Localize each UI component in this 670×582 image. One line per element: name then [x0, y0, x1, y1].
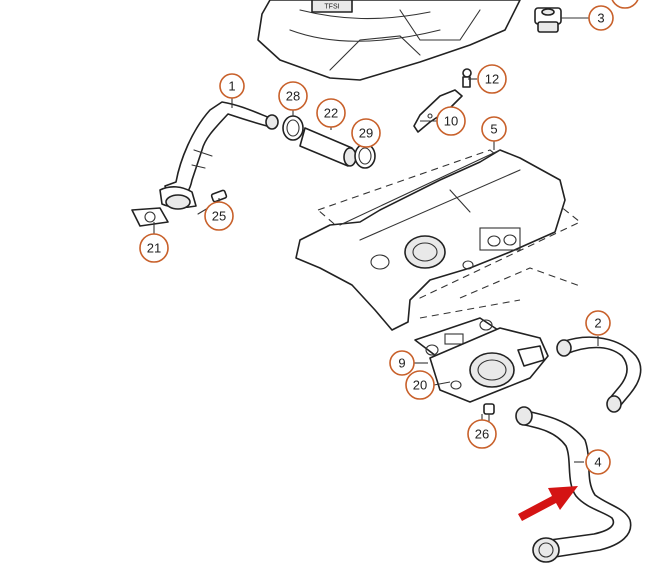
callout-20-label: 20	[413, 378, 427, 393]
callout-28-label: 28	[286, 89, 300, 104]
callout-12[interactable]: 12	[477, 64, 507, 94]
callout-26-label: 26	[475, 427, 489, 442]
part-hose-22	[299, 127, 357, 167]
callout-20[interactable]: 20	[405, 370, 435, 400]
callout-10-label: 10	[444, 114, 458, 129]
callout-11-label: 11	[618, 0, 632, 2]
callout-2[interactable]: 2	[585, 310, 611, 336]
callout-26[interactable]: 26	[467, 419, 497, 449]
assembly-guide-line	[459, 267, 581, 299]
cover-logo-plate	[311, 0, 353, 13]
callout-4-label: 4	[594, 455, 601, 470]
callout-9[interactable]: 9	[389, 350, 415, 376]
part-hose-clamp-28	[282, 115, 304, 141]
part-oil-filler-cap	[534, 7, 562, 33]
part-cylinder-head-cover	[295, 149, 582, 331]
callout-10[interactable]: 10	[436, 106, 466, 136]
callout-21-label: 21	[147, 241, 161, 256]
part-breather-hose-4	[515, 406, 632, 563]
callout-29[interactable]: 29	[351, 118, 381, 148]
callout-25[interactable]: 25	[204, 201, 234, 231]
callout-1[interactable]: 1	[219, 73, 245, 99]
callout-21[interactable]: 21	[139, 233, 169, 263]
part-separator-bolt	[483, 403, 495, 423]
callout-4[interactable]: 4	[585, 449, 611, 475]
callout-5-label: 5	[490, 122, 497, 137]
part-breather-hose-1	[159, 101, 279, 210]
callout-2-label: 2	[594, 316, 601, 331]
part-breather-hose-2	[556, 336, 642, 413]
callout-9-label: 9	[398, 356, 405, 371]
callout-1-label: 1	[228, 79, 235, 94]
part-flange-gasket	[131, 207, 169, 227]
callout-29-label: 29	[359, 126, 373, 141]
engine-cover: TFSI	[257, 0, 521, 81]
callout-25-label: 25	[212, 209, 226, 224]
part-bracket-bolt	[462, 68, 472, 88]
part-oil-separator	[429, 327, 549, 403]
callout-12-label: 12	[485, 72, 499, 87]
callout-3[interactable]: 3	[588, 5, 614, 31]
assembly-guide-line-2	[419, 299, 521, 319]
callout-22[interactable]: 22	[316, 98, 346, 128]
callout-28[interactable]: 28	[278, 81, 308, 111]
callout-22-label: 22	[324, 106, 338, 121]
highlight-arrow	[518, 486, 578, 521]
callout-11[interactable]: 11	[611, 0, 639, 9]
callout-5[interactable]: 5	[481, 116, 507, 142]
callout-3-label: 3	[597, 11, 604, 26]
cover-logo-text: TFSI	[324, 4, 339, 11]
